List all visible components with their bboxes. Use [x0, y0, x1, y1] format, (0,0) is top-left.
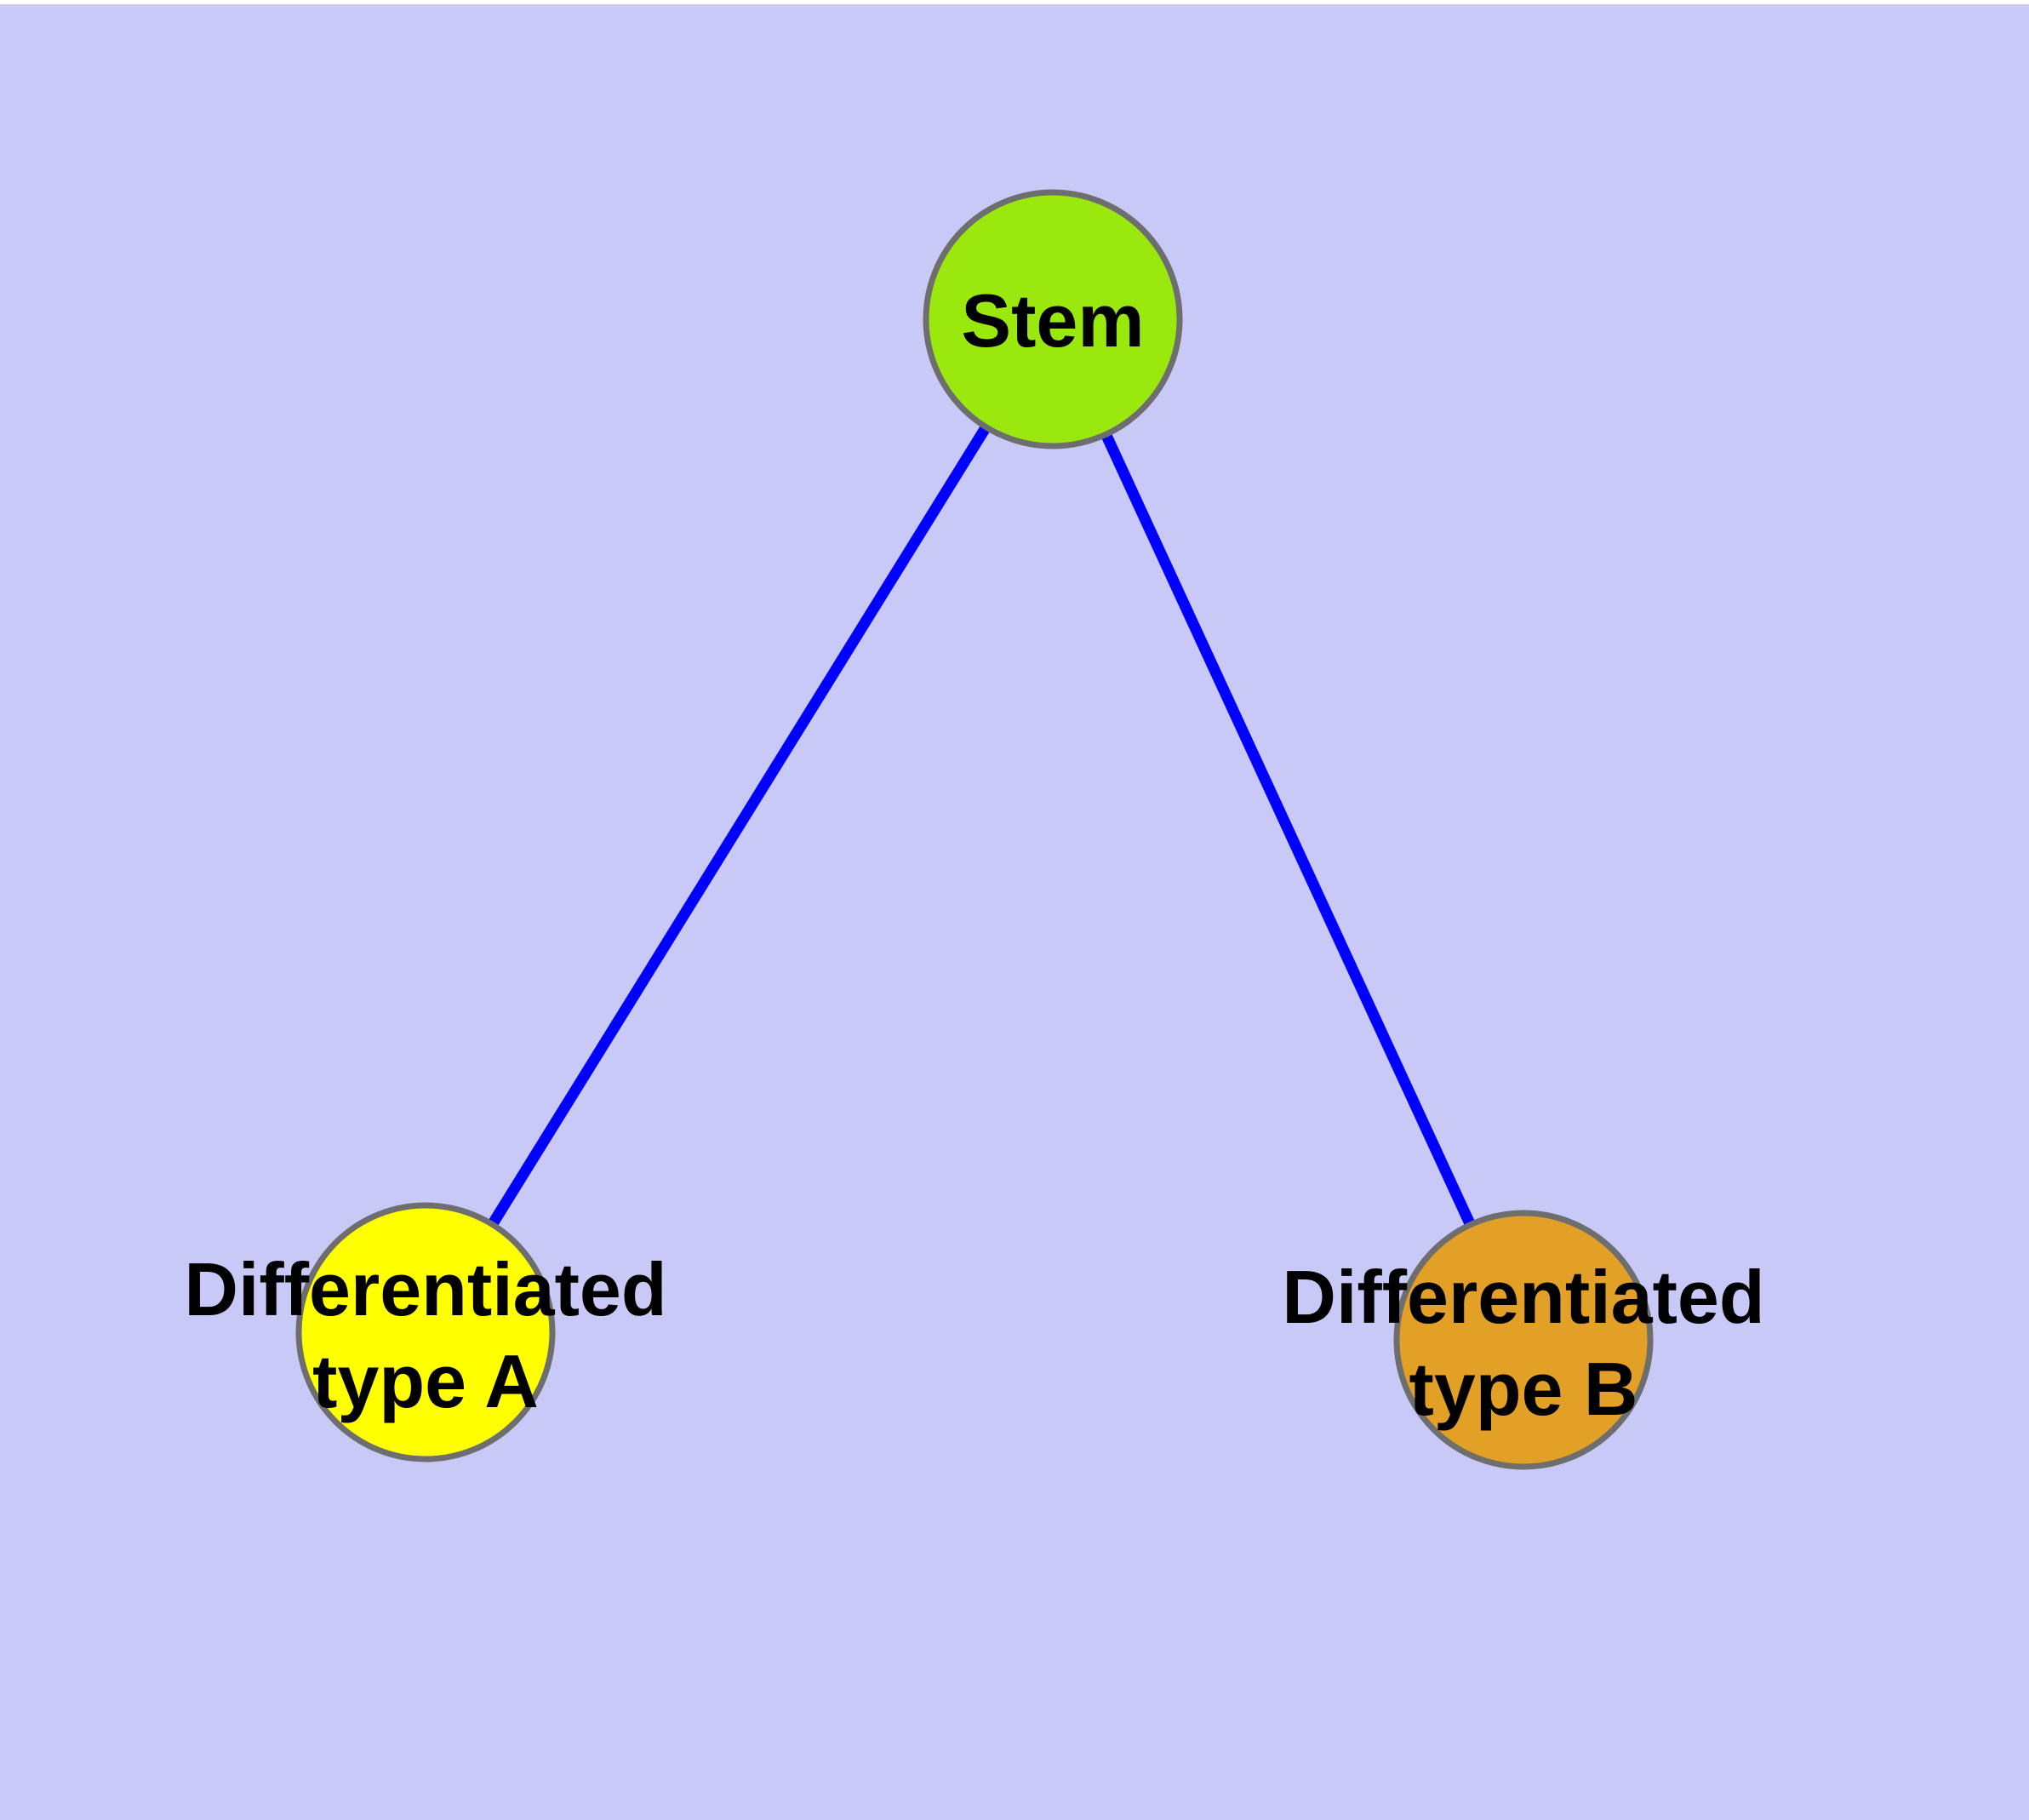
edge-stem-to-type-b	[1048, 317, 1529, 1342]
node-type-a-circle	[295, 1202, 556, 1462]
node-type-a-label-line1: Differentiated	[184, 1247, 666, 1331]
node-type-a-label-line2: type A	[312, 1339, 539, 1423]
node-type-b-label-line1: Differentiated	[1282, 1255, 1764, 1339]
node-type-b-label-line2: type B	[1409, 1347, 1638, 1431]
edge-stem-to-type-a	[420, 316, 1058, 1336]
node-type-b-circle	[1393, 1210, 1654, 1470]
node-stem-label: Stem	[961, 278, 1144, 363]
node-stem-circle	[923, 189, 1183, 449]
